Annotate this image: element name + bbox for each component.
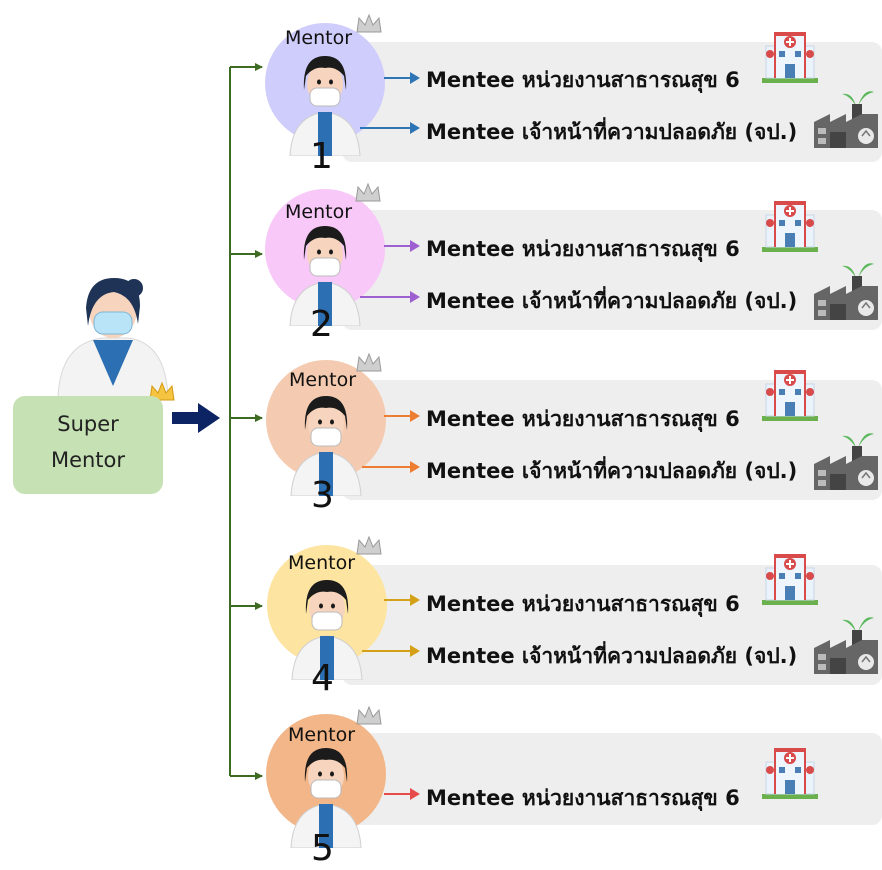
mentor-number-4: 4 xyxy=(311,658,334,699)
mentor-number-1: 1 xyxy=(310,136,333,177)
mentor-number-5: 5 xyxy=(311,828,334,869)
mentor-avatar-2 xyxy=(289,226,361,326)
hospital-icon-1 xyxy=(762,32,818,83)
super-arrow xyxy=(172,403,220,433)
mentor-label-3: Mentor xyxy=(289,369,357,391)
crown-icon-5 xyxy=(356,705,382,725)
mentor-label-4: Mentor xyxy=(288,552,356,574)
factory-icon-4 xyxy=(814,617,878,674)
crown-icon-3 xyxy=(356,352,382,372)
super-mentor-label: Super Mentor xyxy=(13,406,163,478)
mentor-avatar-4 xyxy=(291,580,363,680)
crown-icon-1 xyxy=(356,13,382,33)
mentor-number-2: 2 xyxy=(310,304,333,345)
mentee-safety-3: Mentee เจ้าหน้าที่ความปลอดภัย (จป.) xyxy=(426,459,798,483)
mentee-safety-1: Mentee เจ้าหน้าที่ความปลอดภัย (จป.) xyxy=(426,120,798,144)
mentee-health-4: Mentee หน่วยงานสาธารณสุข 6 xyxy=(426,592,740,616)
mentor-avatar-1 xyxy=(289,56,361,156)
mentee-health-1: Mentee หน่วยงานสาธารณสุข 6 xyxy=(426,68,740,92)
super-mentor-line1: Super xyxy=(57,412,119,436)
hospital-icon-2 xyxy=(762,201,818,252)
mentee-safety-2: Mentee เจ้าหน้าที่ความปลอดภัย (จป.) xyxy=(426,289,798,313)
hospital-icon-5 xyxy=(762,748,818,799)
super-mentor-avatar xyxy=(57,278,169,398)
super-crown-icon xyxy=(149,381,175,401)
mentee-safety-4: Mentee เจ้าหน้าที่ความปลอดภัย (จป.) xyxy=(426,644,798,668)
mentor-number-3: 3 xyxy=(311,475,334,516)
hospital-icon-4 xyxy=(762,554,818,605)
factory-icon-3 xyxy=(814,433,878,490)
super-mentor-box: Super Mentor xyxy=(13,396,163,494)
mentee-health-2: Mentee หน่วยงานสาธารณสุข 6 xyxy=(426,237,740,261)
crown-icon-4 xyxy=(356,535,382,555)
super-mentor-line2: Mentor xyxy=(50,448,126,472)
mentor-avatar-5 xyxy=(290,748,362,848)
mentee-health-3: Mentee หน่วยงานสาธารณสุข 6 xyxy=(426,407,740,431)
mentor-label-1: Mentor xyxy=(285,27,353,49)
crown-icon-2 xyxy=(355,182,381,202)
mentee-health-5: Mentee หน่วยงานสาธารณสุข 6 xyxy=(426,786,740,810)
factory-icon-1 xyxy=(814,91,878,148)
mentor-label-5: Mentor xyxy=(288,724,356,746)
mentor-avatar-3 xyxy=(290,396,362,496)
hospital-icon-3 xyxy=(762,370,818,421)
factory-icon-2 xyxy=(814,263,878,320)
mentor-label-2: Mentor xyxy=(285,201,353,223)
